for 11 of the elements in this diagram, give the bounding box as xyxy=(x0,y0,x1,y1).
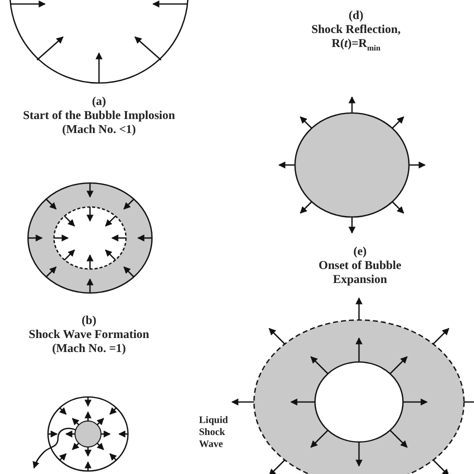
panel-caption: Shock Wave Formation xyxy=(28,327,150,341)
panel-letter: (e) xyxy=(352,244,368,258)
panel-caption: (Mach No. =1) xyxy=(51,341,127,355)
panel-caption: (Mach No. <1) xyxy=(61,122,137,136)
panel-caption: Onset of Bubble Expansion xyxy=(318,258,402,286)
panel-letter: (d) xyxy=(348,8,364,22)
panel-caption: Shock Reflection, R(t)=R$_{min}$ xyxy=(310,22,402,50)
panel-letter: (a) xyxy=(91,94,107,108)
panel-letter: (b) xyxy=(80,313,98,327)
annotation-text: Liquid Shock Wave xyxy=(199,415,229,451)
panel-caption: Start of the Bubble Implosion xyxy=(22,108,176,122)
